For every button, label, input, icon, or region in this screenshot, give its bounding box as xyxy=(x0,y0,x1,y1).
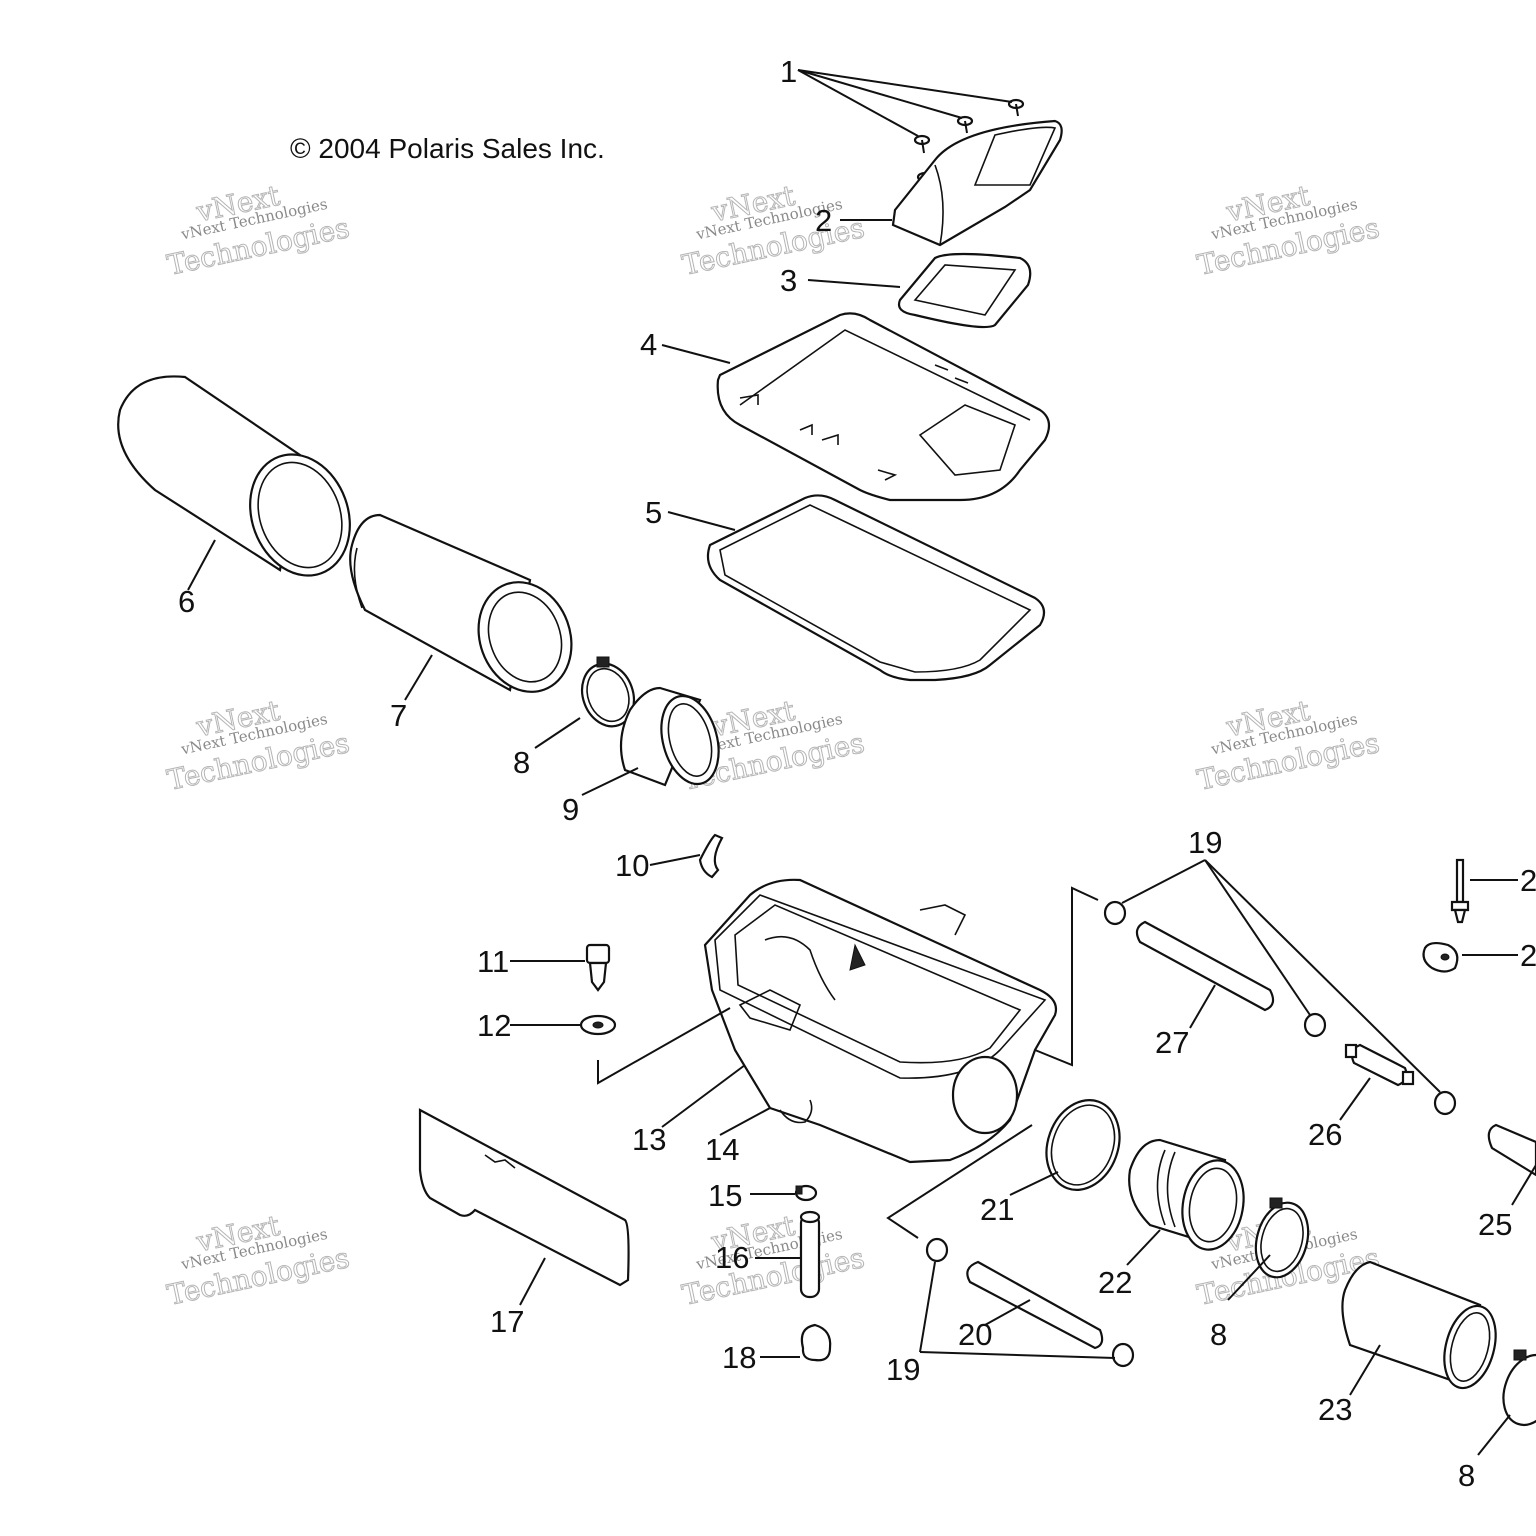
watermark-6: vNext vNext Technologies Technologies xyxy=(1194,693,1383,797)
part-5-seal xyxy=(706,494,1046,682)
callout-18: 18 xyxy=(722,1340,756,1375)
callout-11: 11 xyxy=(477,944,509,979)
callout-10: 10 xyxy=(615,848,649,883)
callout-23: 23 xyxy=(1318,1392,1352,1427)
part-16-drain-tube xyxy=(799,1210,821,1299)
part-7-filter-element xyxy=(349,513,573,693)
callout-2: 2 xyxy=(815,203,832,238)
callout-5: 5 xyxy=(645,495,662,530)
callout-7: 7 xyxy=(390,698,407,733)
part-14-airbox-base xyxy=(703,878,1058,1164)
callout-26: 26 xyxy=(1308,1117,1342,1152)
callout-24-rivet: 2 xyxy=(1520,863,1536,898)
watermark-7: vNext vNext Technologies Technologies xyxy=(164,1208,353,1312)
callout-6: 6 xyxy=(178,584,195,619)
part-10-clip xyxy=(698,833,724,879)
callout-25: 25 xyxy=(1478,1207,1512,1242)
watermark-1: vNext vNext Technologies Technologies xyxy=(164,178,353,282)
part-4-airbox-cover xyxy=(716,312,1051,502)
callout-21: 21 xyxy=(980,1192,1014,1227)
part-3-gasket xyxy=(897,252,1032,329)
part-21-oring xyxy=(1045,1099,1121,1191)
part-24-rivet xyxy=(1450,858,1470,924)
callout-4: 4 xyxy=(640,327,657,362)
callout-1: 1 xyxy=(780,54,797,89)
callout-8-top: 8 xyxy=(513,745,530,780)
callout-3: 3 xyxy=(780,263,797,298)
part-22-boot xyxy=(1128,1138,1245,1251)
part-8-clamp-top xyxy=(580,656,636,728)
part-27-hose xyxy=(1135,920,1275,1012)
watermark-3: vNext vNext Technologies Technologies xyxy=(1194,178,1383,282)
part-25-hose xyxy=(1487,1123,1536,1177)
callout-20: 20 xyxy=(958,1317,992,1352)
part-17-plate xyxy=(418,1108,630,1287)
part-18-cap xyxy=(800,1323,832,1362)
callout-12: 12 xyxy=(477,1008,511,1043)
part-24-clip xyxy=(1422,941,1459,973)
part-19-clamps xyxy=(925,900,1457,1368)
watermark-2: vNext vNext Technologies Technologies xyxy=(679,178,868,282)
part-12-washer xyxy=(579,1014,617,1036)
callout-17: 17 xyxy=(490,1304,524,1339)
callout-24-clip: 2 xyxy=(1520,938,1536,973)
part-2-intake-duct xyxy=(891,119,1063,247)
callout-8-mid: 8 xyxy=(1210,1317,1227,1352)
callout-13: 13 xyxy=(632,1122,666,1157)
callout-8-bottom: 8 xyxy=(1458,1458,1475,1493)
part-6-filter-sleeve xyxy=(117,375,351,577)
callout-9: 9 xyxy=(562,792,579,827)
part-23-boot xyxy=(1341,1260,1497,1390)
callout-14: 14 xyxy=(705,1132,739,1167)
part-26-fitting xyxy=(1344,1043,1415,1087)
callout-22: 22 xyxy=(1098,1265,1132,1300)
part-8-clamp-mid xyxy=(1254,1197,1310,1279)
part-9-coupler xyxy=(619,686,720,787)
part-15-small-clamp xyxy=(794,1184,818,1202)
copyright-notice: © 2004 Polaris Sales Inc. xyxy=(290,133,605,164)
watermark-4: vNext vNext Technologies Technologies xyxy=(164,693,353,797)
part-8-clamp-bottom xyxy=(1502,1349,1536,1426)
callout-16: 16 xyxy=(715,1240,749,1275)
callout-27: 27 xyxy=(1155,1025,1189,1060)
callout-19-bottom: 19 xyxy=(886,1352,920,1387)
part-11-bolt xyxy=(585,943,611,992)
part-20-hose xyxy=(966,1260,1104,1350)
watermark-8: vNext vNext Technologies Technologies xyxy=(679,1208,868,1312)
callout-15: 15 xyxy=(708,1178,742,1213)
callout-19-top: 19 xyxy=(1188,825,1222,860)
